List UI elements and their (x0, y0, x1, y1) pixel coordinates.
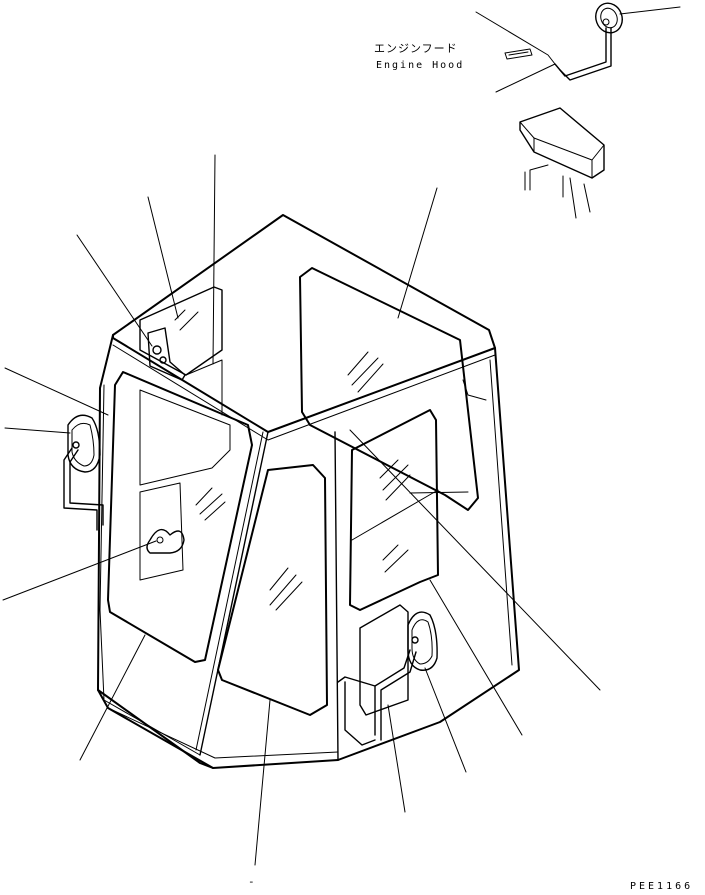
engine-hood-inset (475, 2, 681, 219)
figure-code: PEE1166 (630, 881, 694, 892)
right-mirror-stay (374, 649, 411, 736)
left-mirror-assembly (63, 414, 104, 531)
dash-mark: - (248, 875, 256, 888)
cab-windows (107, 267, 479, 716)
right-door-lower-window (359, 604, 409, 716)
left-door-lower-pane (139, 482, 184, 581)
cab-front-right-pillar (334, 431, 339, 761)
cab-front-left-pillar (199, 431, 269, 756)
cab-right-wall (337, 347, 520, 761)
cab-roof (112, 214, 496, 433)
engine-hood-label-jp: エンジンフード (374, 42, 458, 55)
bracket-plate (147, 327, 186, 381)
hood-edge-line (475, 11, 556, 65)
left-door-window (107, 371, 253, 663)
rear-bracket (147, 327, 186, 381)
cab-base (97, 689, 339, 769)
hood-box-legs (524, 164, 591, 219)
hood-lower-edge-line (495, 63, 556, 93)
leader-hood-mirror (619, 6, 681, 15)
hood-mirror-stay (554, 27, 607, 77)
bracket-bolt (152, 345, 162, 355)
front-windshield (217, 464, 328, 716)
cab-body (97, 214, 520, 769)
right-door-window (349, 409, 439, 611)
leader-lines (2, 154, 601, 866)
left-mirror (67, 414, 101, 473)
right-rear-window (299, 267, 479, 511)
left-mirror-stay (63, 447, 98, 531)
right-mirror-assembly (337, 611, 438, 746)
engine-hood-label-en: Engine Hood (376, 60, 465, 71)
hood-mirror (595, 2, 623, 34)
left-door-upper-pane (139, 389, 231, 486)
hood-box (519, 107, 605, 179)
door-nameplate (146, 528, 185, 554)
hood-plate (504, 48, 533, 60)
